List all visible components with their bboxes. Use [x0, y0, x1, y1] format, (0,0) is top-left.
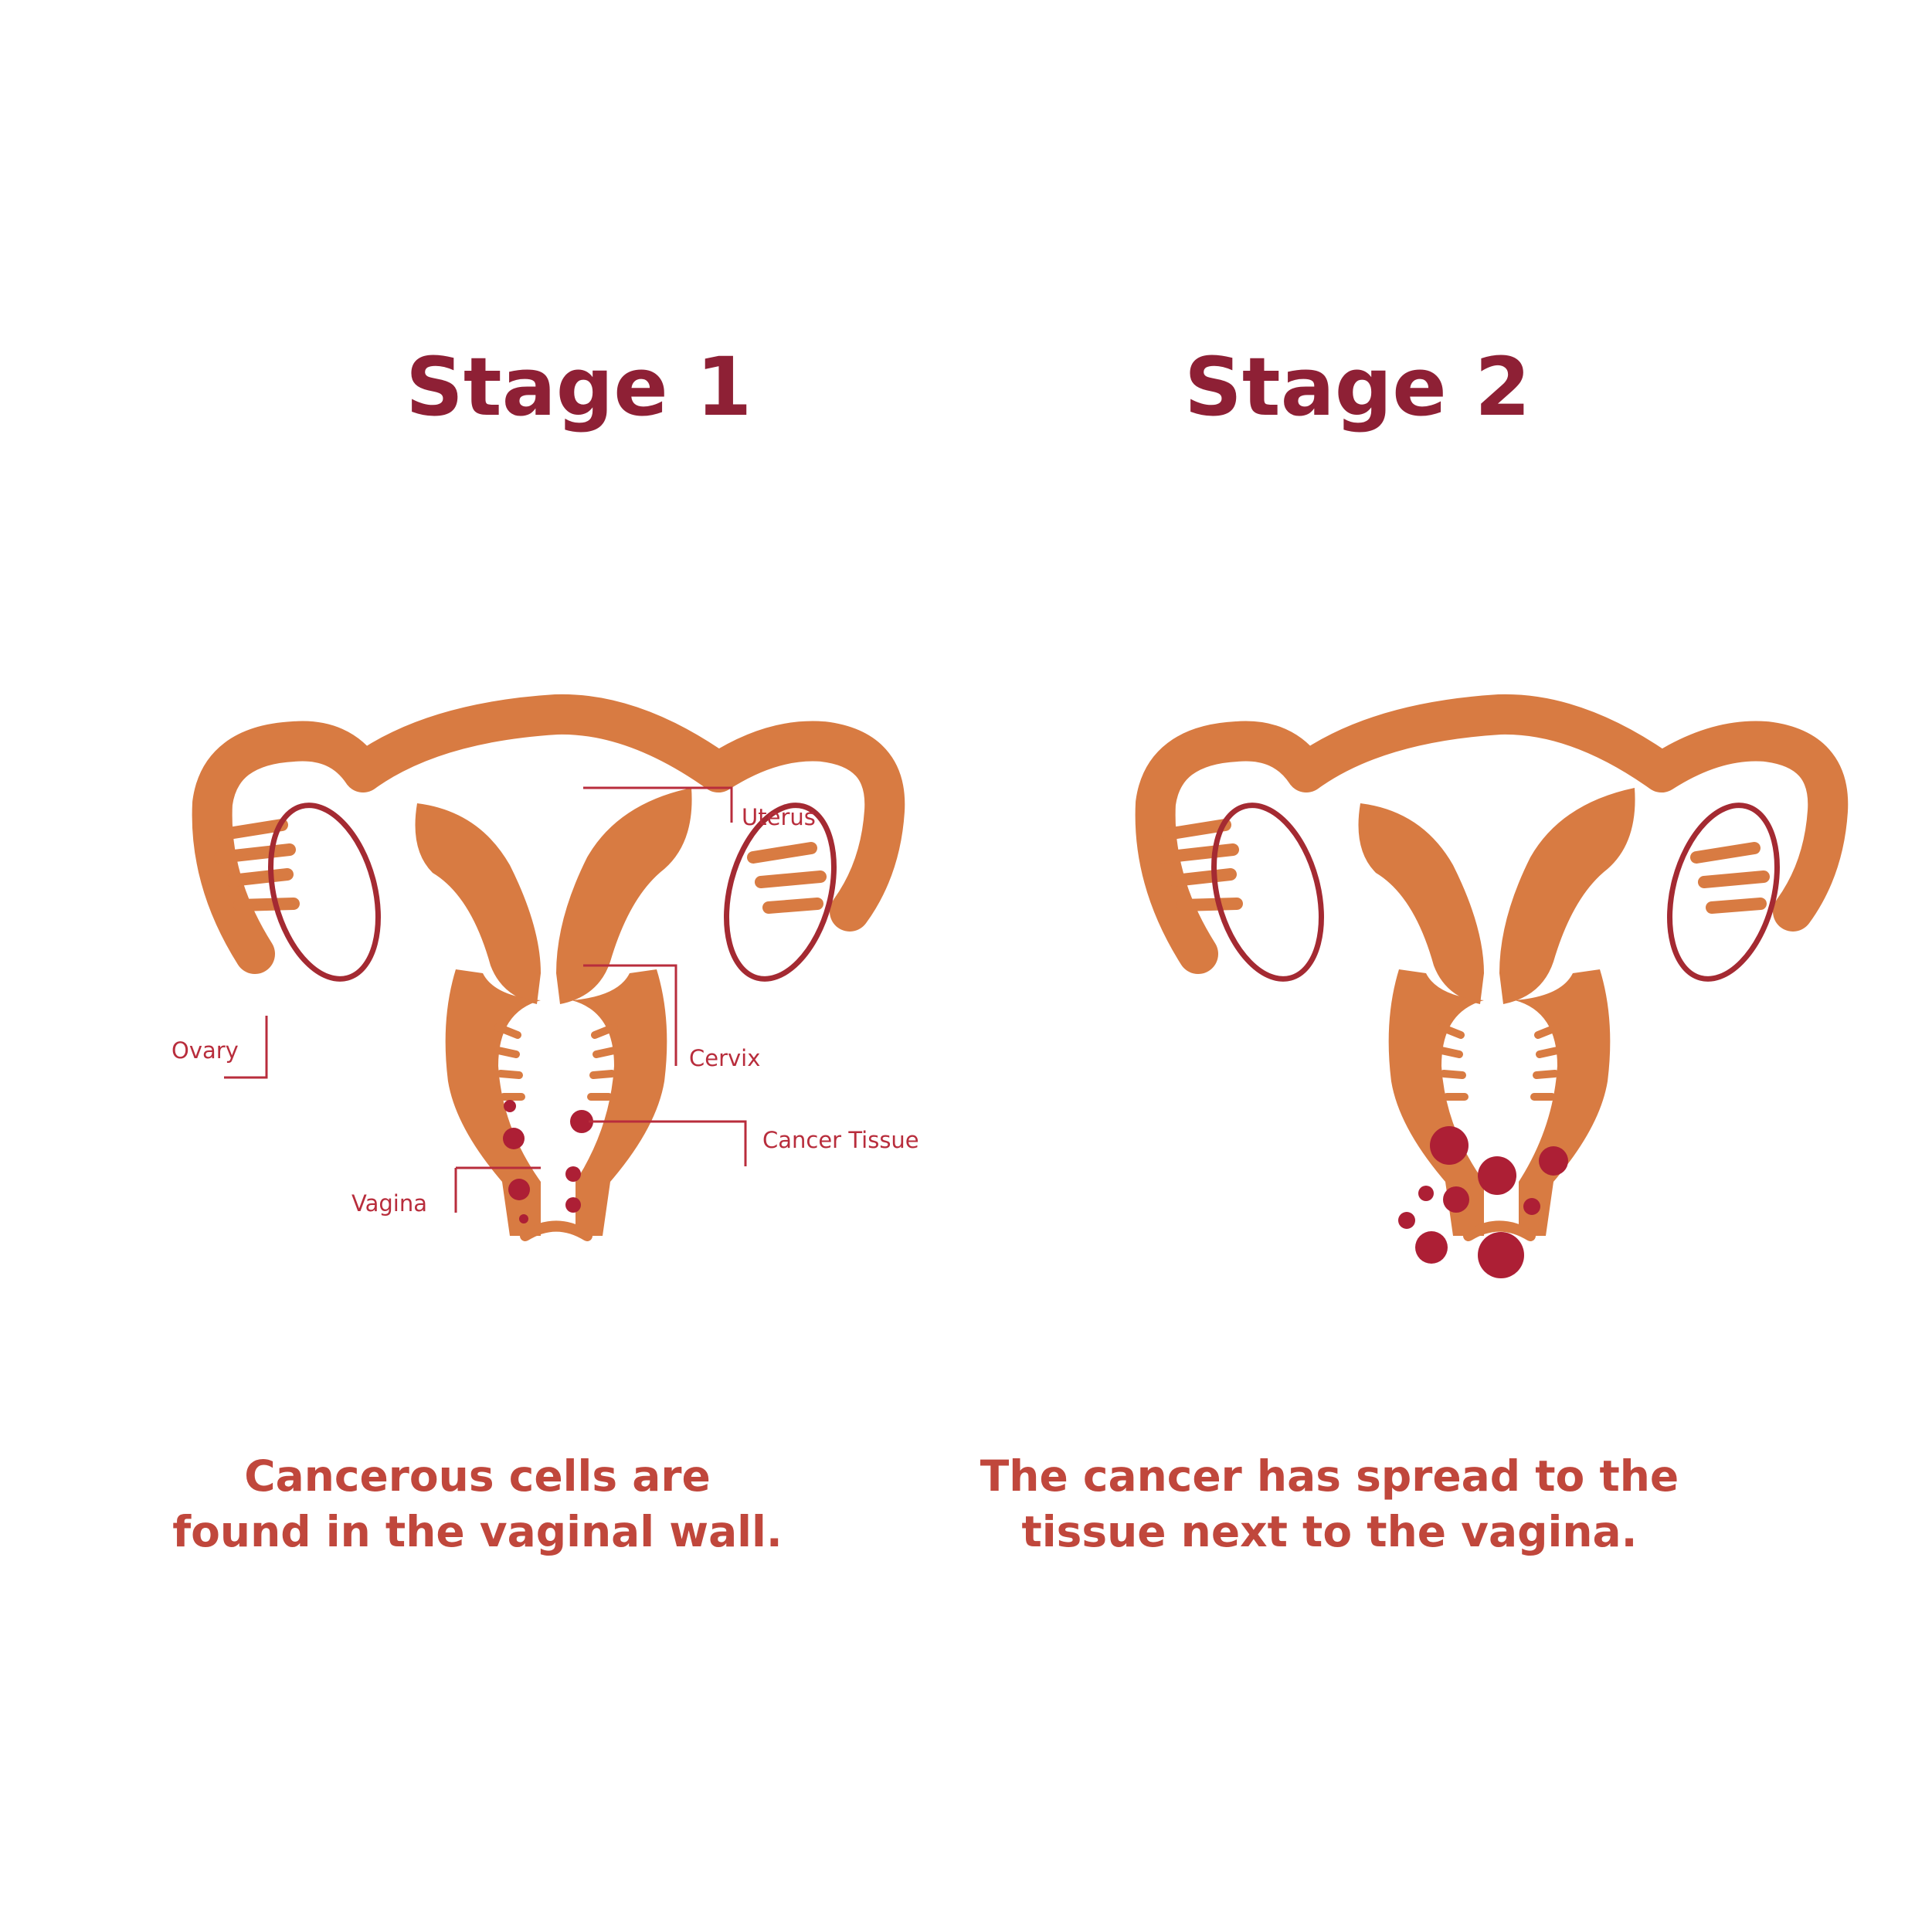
stage-1-title: Stage 1: [406, 340, 752, 434]
tumor-dot: [565, 1166, 581, 1182]
stage-1-panel: Stage 1: [171, 340, 919, 1556]
vagina-leader: [454, 1166, 541, 1213]
tumor-dot: [1430, 1126, 1469, 1165]
tumor-dot: [1443, 1186, 1469, 1213]
label-vagina: Vagina: [351, 1190, 427, 1217]
stage-2-caption-line-2: tissue next to the vagina.: [1021, 1507, 1638, 1556]
stage-1-caption: Cancerous cells are found in the vaginal…: [66, 1448, 1024, 1559]
tumor-dot: [504, 1100, 516, 1112]
fallopian-tubes: [192, 694, 905, 974]
stage-1-caption-line-1: Cancerous cells are: [244, 1451, 711, 1501]
stage-2-diagram: [1135, 694, 1849, 1278]
stage-2-caption-line-1: The cancer has spread to the: [980, 1451, 1679, 1501]
cervix-folds: [494, 1023, 618, 1101]
right-ovary: [724, 803, 837, 982]
label-cancer-tissue: Cancer Tissue: [762, 1127, 919, 1153]
ovary-leader: [224, 1016, 268, 1079]
label-ovary: Ovary: [171, 1037, 239, 1064]
tumor-dot: [1478, 1232, 1524, 1278]
tumor-dot: [519, 1214, 528, 1223]
spreading-tumors: [1398, 1126, 1568, 1278]
vagina-base: [1463, 1220, 1536, 1241]
uterus-left-lobe: [415, 803, 541, 1004]
cancer-tissue-leader: [589, 1120, 747, 1166]
label-cervix: Cervix: [689, 1045, 760, 1071]
vagina-base: [520, 1220, 593, 1241]
tumor-dot: [1415, 1231, 1448, 1264]
leader-lines: [224, 786, 747, 1213]
tumor-dot: [1398, 1212, 1415, 1229]
stage-2-title: Stage 2: [1184, 340, 1531, 434]
tumor-dot: [1523, 1198, 1540, 1215]
label-uterus: Uterus: [742, 804, 816, 830]
uterus-right-lobe: [1499, 788, 1635, 1004]
uterus-right-lobe: [556, 788, 692, 1004]
tumor-dot: [1539, 1146, 1568, 1176]
left-ovary: [1211, 803, 1324, 982]
right-fimbria: [1690, 842, 1770, 914]
right-fimbria: [747, 842, 827, 914]
tumor-dot: [570, 1110, 593, 1133]
right-ovary: [1667, 803, 1780, 982]
uterus-leader: [583, 786, 733, 823]
cervix-folds: [1438, 1023, 1561, 1101]
stage-1-caption-line-2: found in the vaginal wall.: [172, 1507, 783, 1556]
reproductive-organs: [192, 694, 905, 1241]
stage-1-diagram: Uterus Cervix Ovary Cancer Tissue Vagina: [171, 694, 919, 1241]
cervix-leader: [583, 964, 677, 1066]
fallopian-tubes: [1135, 694, 1849, 974]
tumor-dot: [565, 1197, 581, 1213]
left-fimbria: [214, 819, 300, 911]
left-fimbria: [1157, 819, 1243, 911]
tumor-dot: [1478, 1156, 1516, 1195]
tumor-dot: [1418, 1186, 1434, 1201]
stage-2-caption: The cancer has spread to the tissue next…: [851, 1448, 1808, 1559]
left-ovary: [268, 803, 381, 982]
tumor-dot: [508, 1179, 530, 1200]
cancer-cells: [503, 1100, 593, 1223]
cervix-body: [445, 969, 667, 1236]
tumor-dot: [503, 1128, 525, 1149]
stage-2-panel: Stage 2 The cancer: [966, 0, 1932, 1931]
uterus-left-lobe: [1358, 803, 1484, 1004]
